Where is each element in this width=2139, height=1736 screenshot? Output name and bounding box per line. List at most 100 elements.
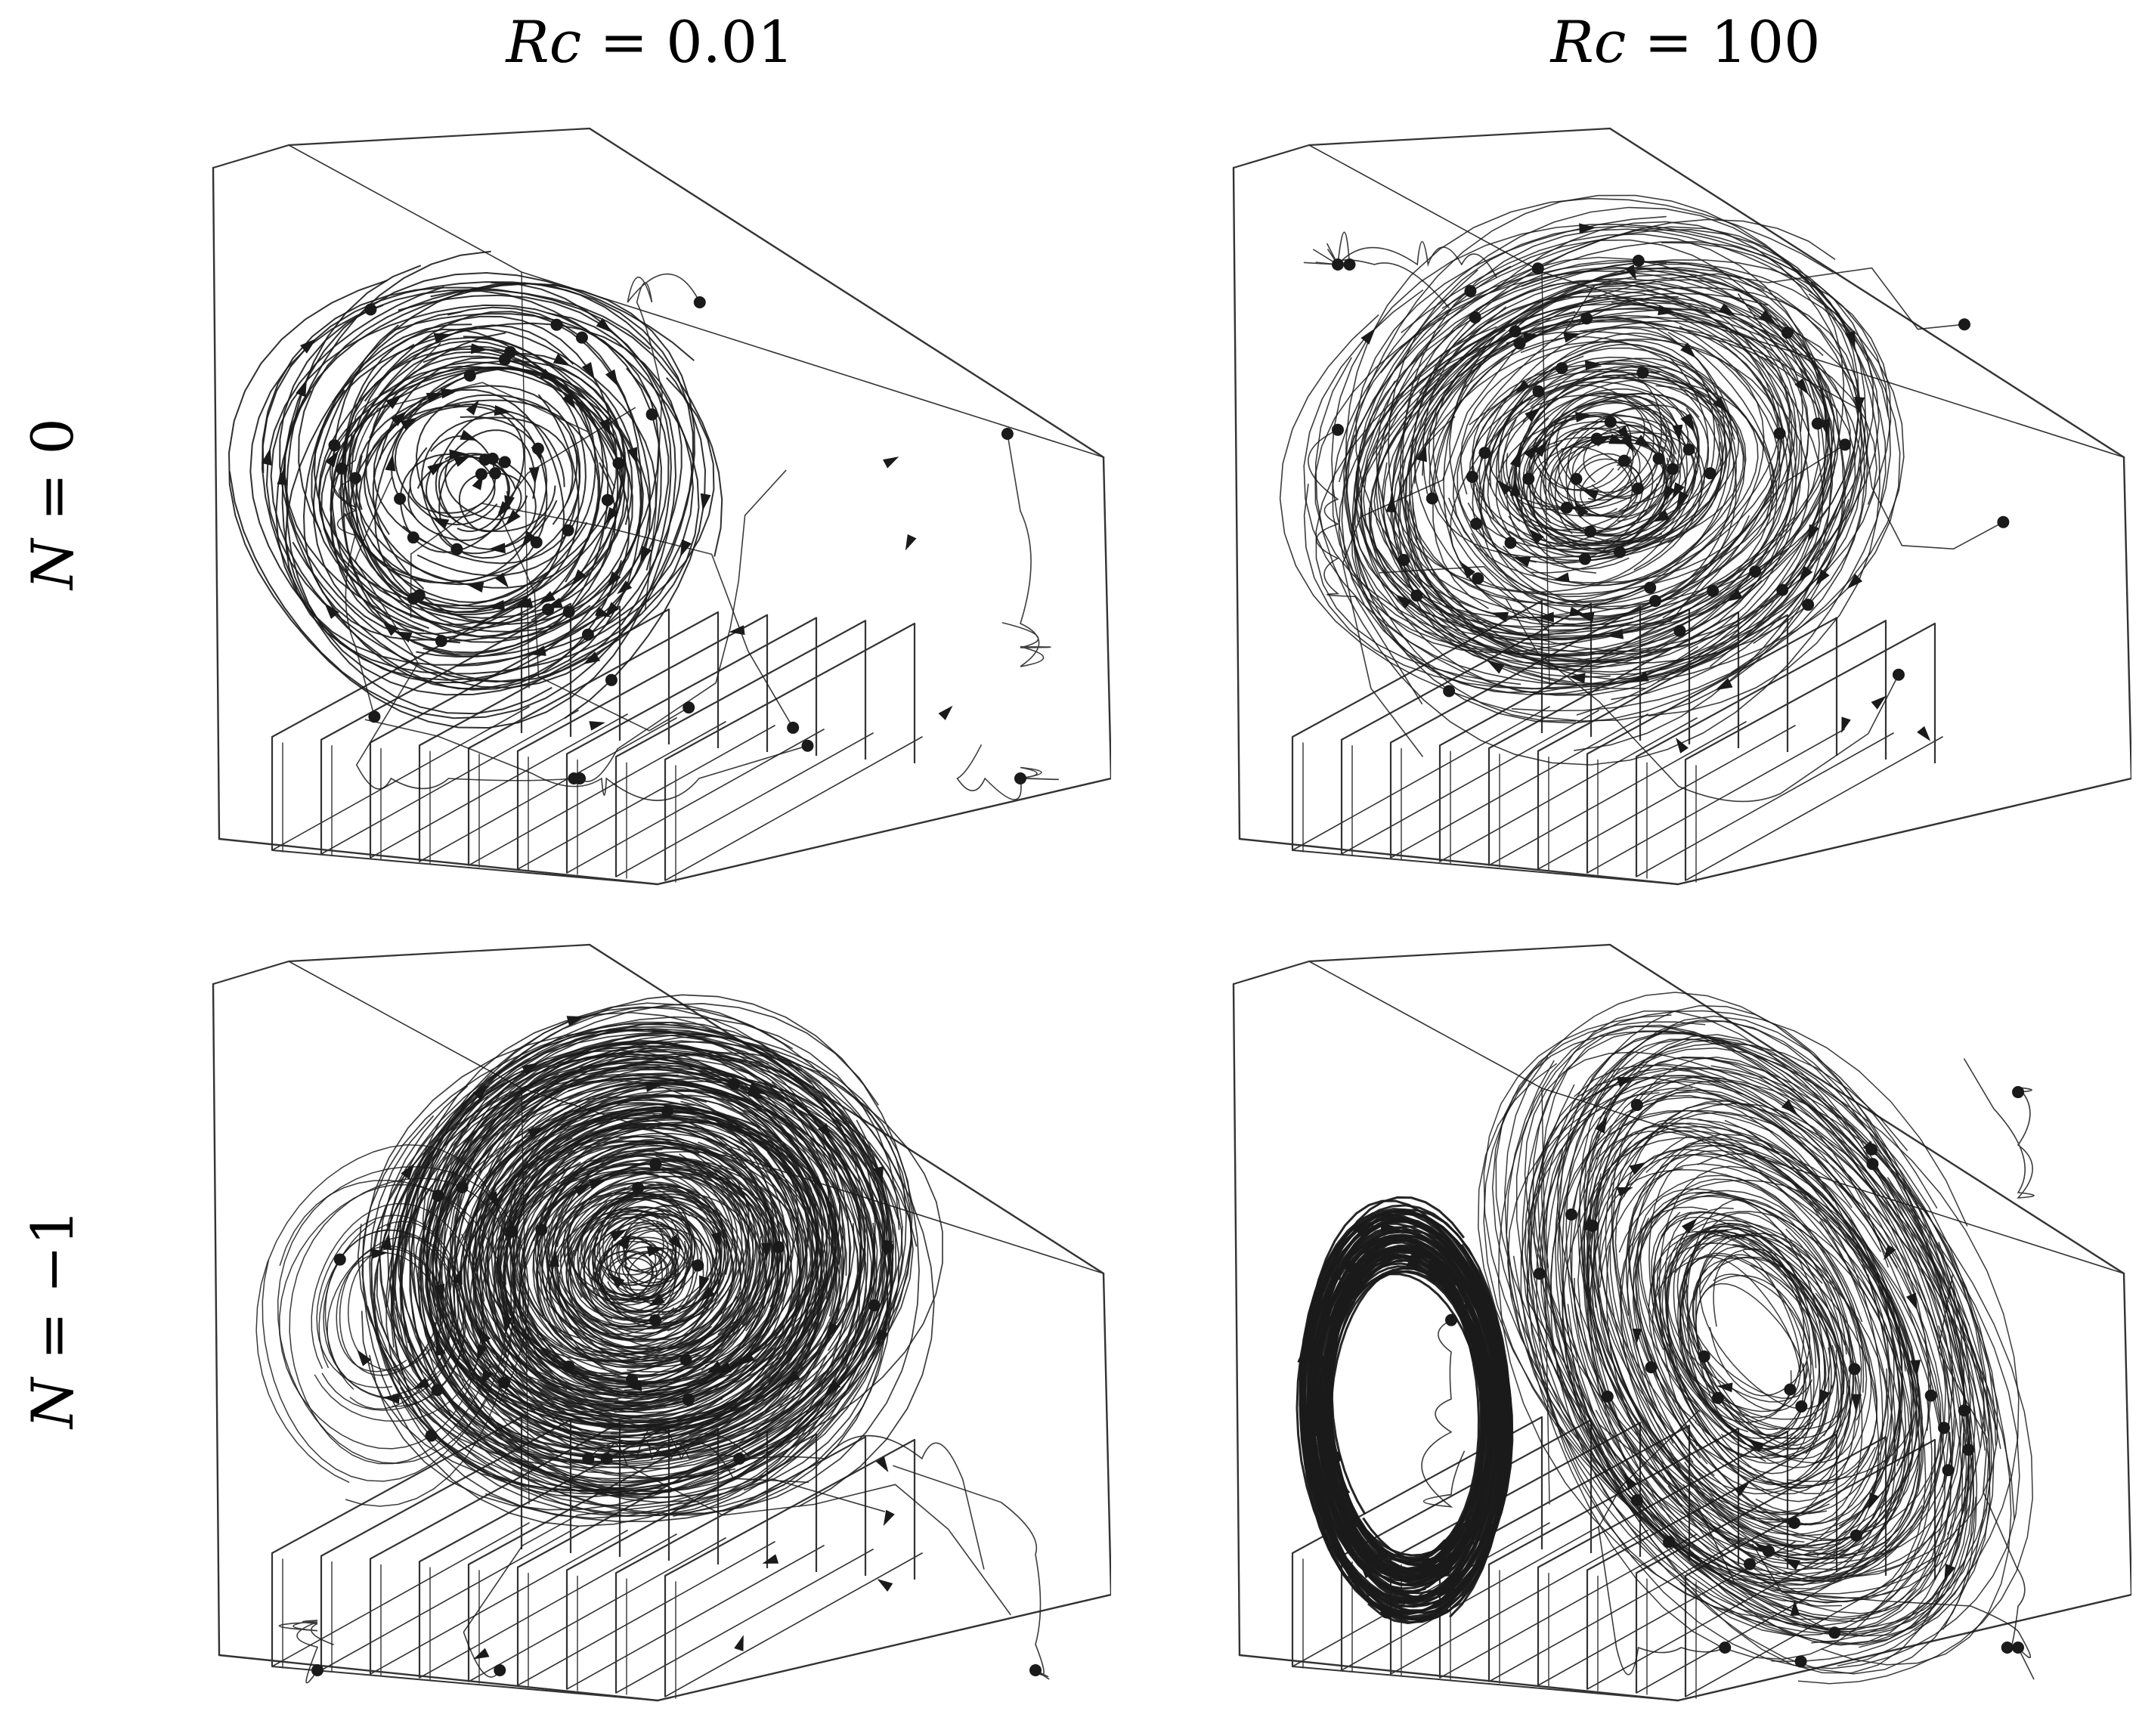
streamline-arrow bbox=[460, 429, 478, 441]
cavity-slanted-edge bbox=[588, 943, 1105, 1275]
fin-base-line bbox=[566, 729, 825, 874]
streamline-seed bbox=[1029, 1664, 1042, 1676]
streamline bbox=[547, 1187, 761, 1382]
streamline-seed bbox=[1749, 565, 1762, 578]
streamline bbox=[1588, 1125, 1914, 1521]
streamline-arrow bbox=[1672, 482, 1685, 500]
streamline bbox=[1937, 1273, 2026, 1651]
streamline bbox=[1526, 1197, 1835, 1634]
streamline-seed bbox=[1632, 482, 1645, 495]
streamline-arrow bbox=[1846, 574, 1863, 589]
streamline bbox=[1302, 1218, 1509, 1620]
streamline bbox=[621, 1230, 686, 1286]
streamline bbox=[437, 1089, 844, 1445]
cavity-bottom-edge bbox=[218, 837, 659, 886]
streamline bbox=[1508, 393, 1675, 534]
streamline bbox=[1583, 1056, 1998, 1579]
streamline bbox=[435, 1082, 828, 1417]
cavity-slanted-edge bbox=[1608, 943, 2125, 1275]
streamline bbox=[545, 1172, 728, 1335]
streamline-arrow bbox=[473, 1648, 490, 1660]
fin-base-line bbox=[1537, 725, 1796, 870]
streamline bbox=[1545, 1038, 1991, 1632]
streamline bbox=[1679, 1252, 1827, 1452]
cavity-inner-edge bbox=[288, 961, 522, 1089]
streamline-seed bbox=[1472, 572, 1484, 585]
streamline-arrow bbox=[1850, 1394, 1862, 1412]
streamline bbox=[1586, 1112, 1896, 1555]
streamline bbox=[370, 1053, 888, 1507]
fin-base-line bbox=[1341, 1526, 1599, 1671]
fin bbox=[1340, 602, 1593, 854]
streamline bbox=[1667, 1207, 1843, 1459]
streamline bbox=[1581, 1136, 1950, 1570]
streamline bbox=[1355, 261, 1827, 664]
streamline-seed bbox=[407, 531, 419, 544]
streamline bbox=[379, 1021, 868, 1480]
streamline-seed bbox=[1848, 1363, 1861, 1375]
streamline-seed bbox=[787, 721, 800, 734]
fin-base-line bbox=[419, 1533, 677, 1679]
streamline bbox=[1343, 267, 1862, 751]
streamline-arrow bbox=[627, 447, 638, 465]
streamline bbox=[583, 1223, 695, 1323]
fin-base-line bbox=[1292, 1522, 1550, 1667]
streamline bbox=[1521, 443, 1633, 544]
streamline bbox=[579, 1205, 680, 1296]
streamline-arrow bbox=[583, 651, 601, 665]
streamline bbox=[316, 1215, 465, 1396]
streamline-arrow bbox=[505, 509, 521, 526]
streamline-arrow bbox=[1439, 1581, 1456, 1595]
column-label-rc-100: Rc = 100 bbox=[1421, 5, 1950, 80]
streamline-seed bbox=[625, 1373, 638, 1386]
streamline bbox=[498, 1125, 804, 1408]
streamline-seed bbox=[2012, 1642, 2024, 1654]
streamline bbox=[1308, 429, 1423, 705]
streamline-seed bbox=[478, 453, 491, 466]
streamline-seed bbox=[1744, 1558, 1757, 1570]
fin bbox=[614, 620, 867, 877]
streamline-arrow bbox=[595, 606, 611, 617]
streamline-arrow bbox=[382, 620, 398, 636]
streamline-arrow bbox=[370, 1248, 388, 1259]
streamline bbox=[1521, 1010, 1974, 1599]
streamline-seed bbox=[1828, 1626, 1841, 1639]
streamline bbox=[569, 1195, 709, 1328]
streamline-seed bbox=[1445, 1314, 1457, 1326]
streamline-arrow bbox=[1715, 677, 1733, 691]
fin bbox=[1438, 608, 1691, 862]
fin-base-line bbox=[1390, 1530, 1648, 1675]
streamline bbox=[270, 304, 662, 691]
streamline-arrow bbox=[1681, 1218, 1698, 1234]
streamline bbox=[1621, 1134, 1941, 1556]
streamline-plot bbox=[1232, 127, 2131, 886]
fin bbox=[1684, 622, 1936, 880]
row2-value: −1 bbox=[19, 1208, 86, 1294]
streamline-seed bbox=[568, 772, 580, 784]
streamline bbox=[1686, 1229, 1831, 1440]
streamline-arrow bbox=[553, 353, 571, 367]
streamline-seed bbox=[1590, 432, 1603, 445]
streamline bbox=[1375, 292, 1840, 686]
streamline-arrow bbox=[487, 1191, 499, 1209]
streamline-arrow bbox=[513, 596, 531, 609]
streamline-arrow bbox=[1871, 695, 1887, 710]
streamline bbox=[893, 1465, 1050, 1680]
streamline-arrow bbox=[357, 1349, 372, 1366]
streamline-arrow bbox=[1676, 738, 1689, 754]
streamline-seed bbox=[349, 472, 361, 484]
streamline-seed bbox=[1332, 423, 1344, 436]
streamline bbox=[1495, 415, 1695, 586]
fin-base bbox=[1677, 778, 2131, 885]
streamline bbox=[1432, 308, 1791, 606]
streamline-seed bbox=[1632, 255, 1645, 268]
streamline bbox=[1555, 400, 1667, 501]
streamline bbox=[1507, 1081, 1927, 1604]
streamline-seed bbox=[1997, 515, 2010, 528]
streamline bbox=[317, 340, 580, 610]
streamline bbox=[1598, 1410, 1726, 1676]
streamline bbox=[1472, 364, 1720, 571]
streamline bbox=[1452, 296, 1781, 583]
fin-base-line bbox=[468, 1537, 726, 1682]
streamline bbox=[1648, 1235, 1857, 1502]
